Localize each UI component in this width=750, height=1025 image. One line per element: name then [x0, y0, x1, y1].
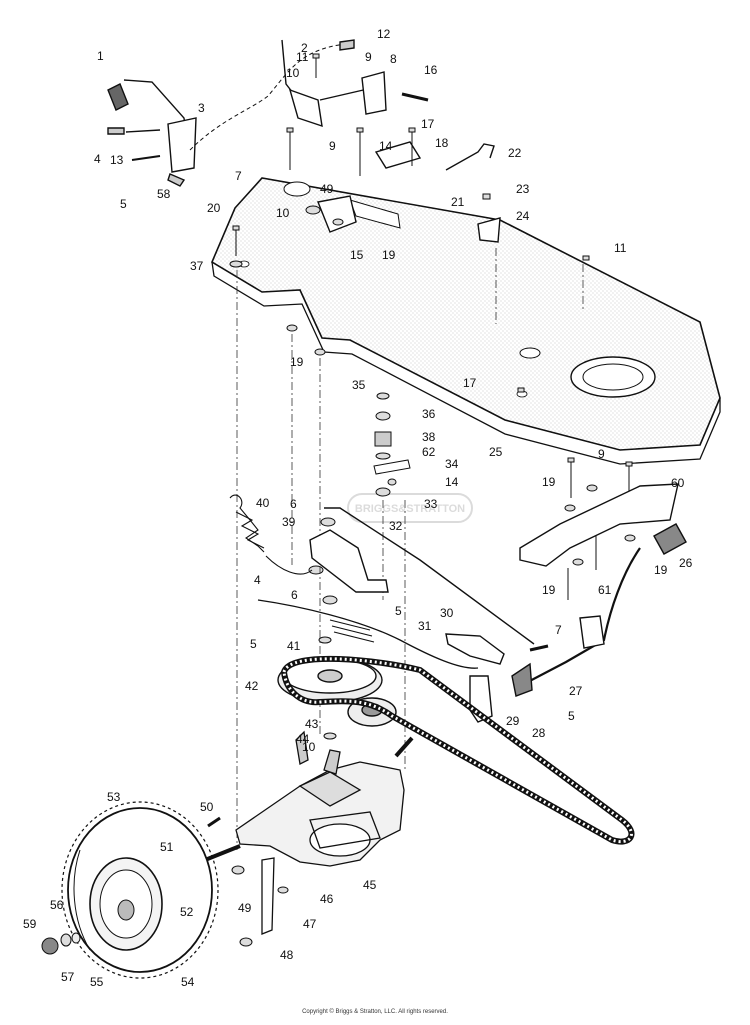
rear-wheel	[41, 801, 219, 979]
hardware-fasteners	[158, 53, 636, 947]
callout-13: 13	[110, 153, 124, 167]
callout-2: 2	[301, 41, 308, 55]
callout-7: 7	[235, 169, 242, 183]
callout-1: 1	[97, 49, 104, 63]
callout-30: 30	[440, 606, 454, 620]
callout-36: 36	[422, 407, 436, 421]
callout-10b: 10	[276, 206, 290, 220]
callout-5: 5	[120, 197, 127, 211]
transaxle	[199, 730, 414, 935]
callout-19: 19	[382, 248, 396, 262]
callout-57: 57	[61, 970, 75, 984]
callout-39: 39	[282, 515, 296, 529]
callout-19d: 19	[654, 563, 668, 577]
callout-37: 37	[190, 259, 204, 273]
callout-48: 48	[280, 948, 294, 962]
callout-53: 53	[107, 790, 121, 804]
callout-41: 41	[287, 639, 301, 653]
callout-34: 34	[445, 457, 459, 471]
callout-59: 59	[23, 917, 37, 931]
callout-55: 55	[90, 975, 104, 989]
callout-25: 25	[489, 445, 503, 459]
callout-62: 62	[422, 445, 436, 459]
callout-60: 60	[671, 476, 685, 490]
watermark-text: BRIGGS&STRATTON	[355, 503, 465, 515]
callout-3: 3	[198, 101, 205, 115]
callout-43: 43	[305, 717, 319, 731]
upper-linkage	[107, 39, 501, 243]
callout-12: 12	[377, 27, 391, 41]
callout-61: 61	[598, 583, 612, 597]
callout-33: 33	[424, 497, 438, 511]
callout-38: 38	[422, 430, 436, 444]
callout-29: 29	[506, 714, 520, 728]
callout-18: 18	[435, 136, 449, 150]
callout-56: 56	[50, 898, 64, 912]
callout-19c: 19	[542, 475, 556, 489]
callout-58: 58	[157, 187, 171, 201]
callout-15: 15	[350, 248, 364, 262]
callout-24: 24	[516, 209, 530, 223]
callout-19e: 19	[542, 583, 556, 597]
callout-7b: 7	[555, 623, 562, 637]
callout-54: 54	[181, 975, 195, 989]
callout-19b: 19	[290, 355, 304, 369]
control-linkage	[309, 483, 687, 723]
callout-5b: 5	[395, 604, 402, 618]
callout-47: 47	[303, 917, 317, 931]
callout-17b: 17	[463, 376, 477, 390]
callout-27: 27	[569, 684, 583, 698]
callout-9: 9	[365, 50, 372, 64]
callout-32: 32	[389, 519, 403, 533]
callout-5c: 5	[250, 637, 257, 651]
callout-44: 44	[296, 732, 310, 746]
callout-10c: 10	[302, 740, 316, 754]
callout-42: 42	[245, 679, 259, 693]
callout-14b: 14	[445, 475, 459, 489]
callout-5d: 5	[568, 709, 575, 723]
callout-14: 14	[379, 139, 393, 153]
copyright-notice: Copyright © Briggs & Stratton, LLC. All …	[302, 1009, 448, 1015]
callout-9c: 9	[598, 447, 605, 461]
callout-17: 17	[421, 117, 435, 131]
callout-20: 20	[207, 201, 221, 215]
callout-28: 28	[532, 726, 546, 740]
callout-4: 4	[94, 152, 101, 166]
callout-11b: 11	[614, 241, 627, 255]
callout-50: 50	[200, 800, 214, 814]
callout-22: 22	[508, 146, 522, 160]
callout-10: 10	[286, 66, 300, 80]
callout-40: 40	[256, 496, 270, 510]
watermark-logo: BRIGGS&STRATTON	[347, 493, 473, 523]
callout-51: 51	[160, 840, 174, 854]
springs	[229, 494, 479, 669]
callout-6: 6	[290, 497, 297, 511]
drive-belt	[280, 655, 635, 845]
callout-45: 45	[363, 878, 377, 892]
callout-49: 49	[320, 182, 334, 196]
callout-16: 16	[424, 63, 438, 77]
callout-23: 23	[516, 182, 530, 196]
callout-8: 8	[390, 52, 397, 66]
callout-31: 31	[418, 619, 432, 633]
callout-6b: 6	[291, 588, 298, 602]
callout-4b: 4	[254, 573, 261, 587]
callout-35: 35	[352, 378, 366, 392]
callout-46: 46	[320, 892, 334, 906]
callout-11: 11	[296, 50, 309, 64]
frame-plate	[210, 177, 721, 465]
callout-21: 21	[451, 195, 465, 209]
callout-49b: 49	[238, 901, 252, 915]
callout-9b: 9	[329, 139, 336, 153]
callout-52: 52	[180, 905, 194, 919]
callout-26: 26	[679, 556, 693, 570]
